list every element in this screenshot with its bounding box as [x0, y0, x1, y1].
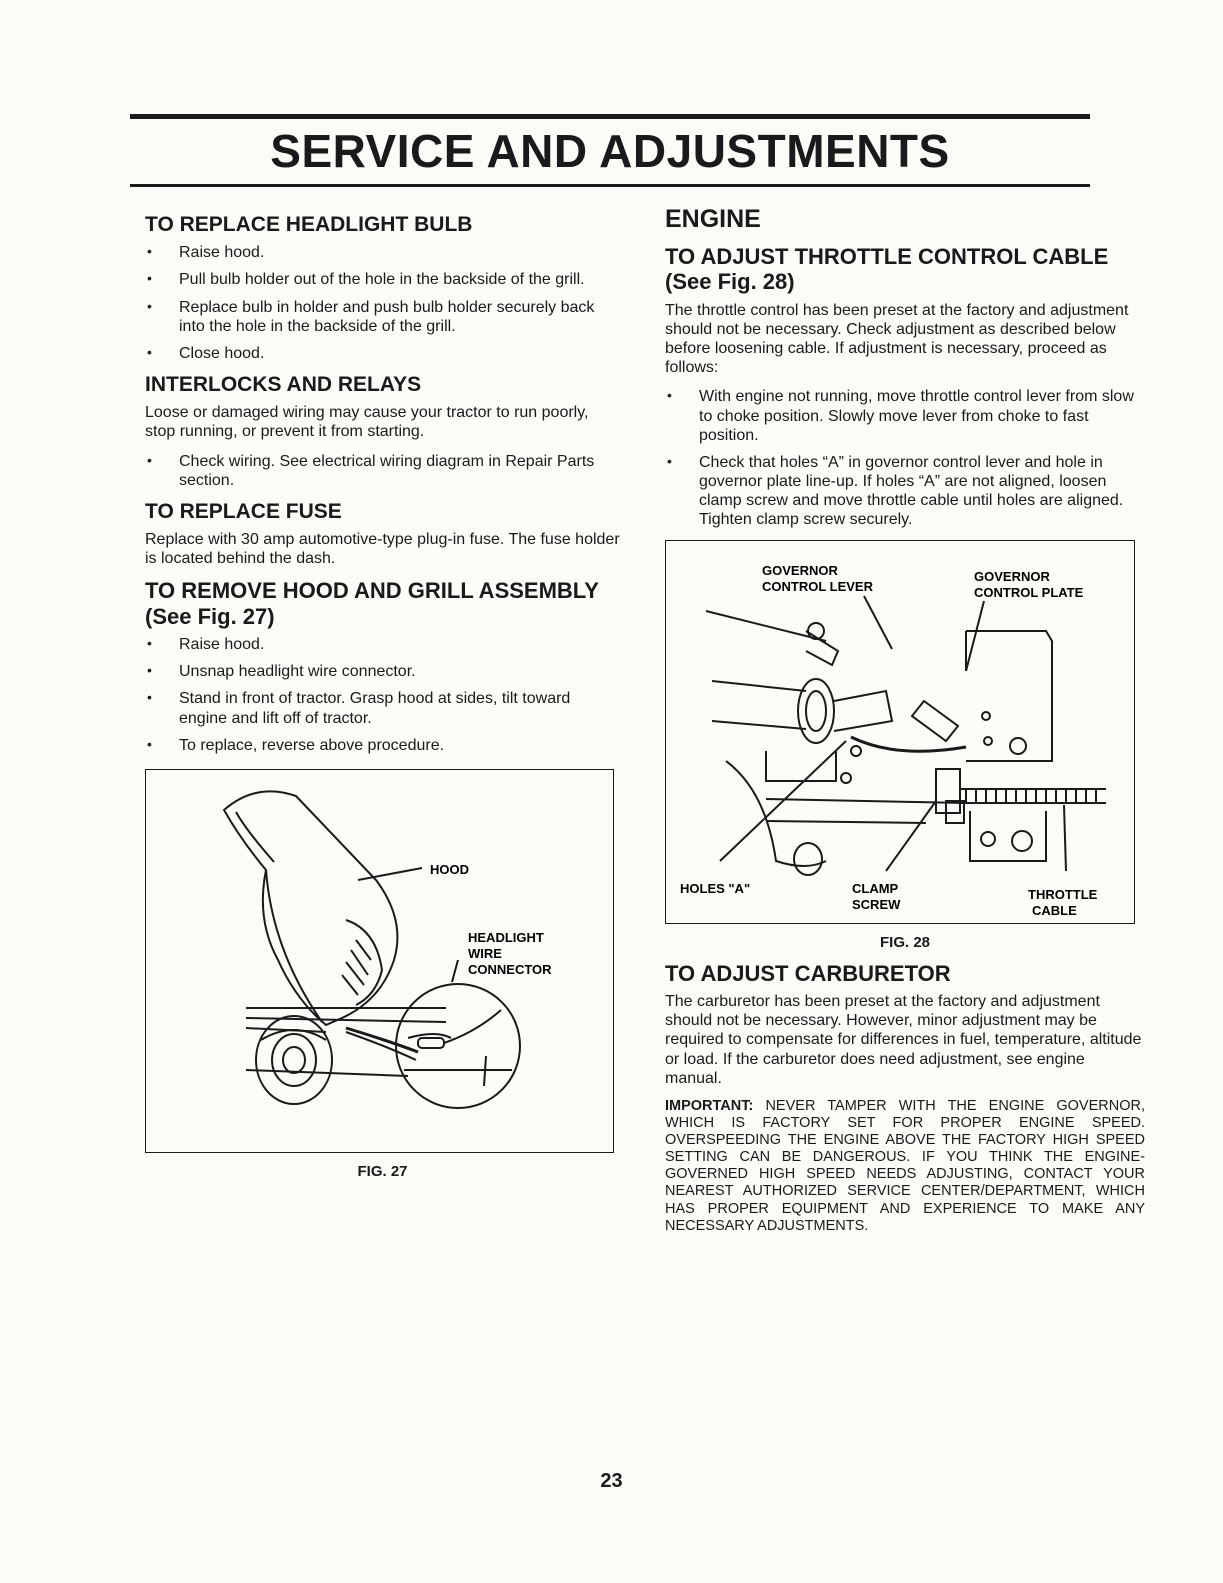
list-item: •Pull bulb holder out of the hole in the… [147, 270, 585, 289]
list-item: •Check wiring. See electrical wiring dia… [147, 451, 595, 489]
throttle-illustration: GOVERNOR CONTROL LEVER GOVERNOR CONTROL … [680, 563, 1106, 918]
label-gov-plate-2: CONTROL PLATE [974, 585, 1084, 600]
heading-fuse: TO REPLACE FUSE [145, 499, 342, 523]
header-rule-top [130, 114, 1090, 119]
label-holes: HOLES "A" [680, 881, 750, 896]
interlocks-text: Loose or damaged wiring may cause your t… [145, 404, 589, 441]
page-number: 23 [600, 1470, 623, 1492]
heading-throttle: TO ADJUST THROTTLE CONTROL CABLE [665, 244, 1109, 269]
bullet-icon: • [667, 387, 672, 404]
list-item: •Unsnap headlight wire connector. [147, 662, 416, 681]
right-column: ENGINE TO ADJUST THROTTLE CONTROL CABLE … [665, 205, 1145, 1245]
caption-fig-27: FIG. 27 [357, 1163, 408, 1181]
label-cable-1: THROTTLE [1028, 887, 1098, 902]
bullet-icon: • [147, 451, 152, 468]
list-item: •With engine not running, move throttle … [667, 387, 1134, 444]
left-column: TO REPLACE HEADLIGHT BULB •Raise hood. •… [145, 205, 620, 1180]
heading-carburetor: TO ADJUST CARBURETOR [665, 960, 951, 986]
heading-interlocks: INTERLOCKS AND RELAYS [145, 373, 422, 397]
throttle-text: The throttle control has been preset at … [665, 301, 1129, 377]
caption-fig-28: FIG. 28 [879, 933, 931, 951]
hood-illustration: HOOD HEADLIGHT WIRE CONNECTOR [222, 790, 552, 1110]
section-fuse: TO REPLACE FUSE Replace with 30 amp auto… [145, 500, 620, 569]
label-clamp-1: CLAMP [852, 881, 899, 896]
section-hood: TO REMOVE HOOD AND GRILL ASSEMBLY (See F… [145, 578, 620, 755]
list-item: •Check that holes “A” in governor contro… [667, 452, 1124, 529]
fuse-text: Replace with 30 amp automotive-type plug… [145, 531, 620, 568]
label-gov-lever-1: GOVERNOR [762, 563, 838, 578]
page-title: SERVICE AND ADJUSTMENTS [270, 125, 950, 177]
section-headlight: TO REPLACE HEADLIGHT BULB •Raise hood. •… [145, 213, 620, 363]
heading-headlight: TO REPLACE HEADLIGHT BULB [145, 213, 473, 236]
bullet-icon: • [147, 735, 152, 752]
header-rule-bottom [130, 184, 1090, 187]
figure-27: HOOD HEADLIGHT WIRE CONNECTOR [145, 769, 614, 1154]
label-connector-3: CONNECTOR [468, 962, 552, 977]
carburetor-text: The carburetor has been preset at the fa… [665, 992, 1142, 1087]
important-label: IMPORTANT: [665, 1097, 754, 1114]
list-hood: •Raise hood. •Unsnap headlight wire conn… [145, 635, 620, 755]
list-item: •To replace, reverse above procedure. [147, 735, 445, 754]
subheading-throttle: (See Fig. 28) [665, 269, 795, 295]
label-hood: HOOD [430, 862, 469, 877]
list-item: •Stand in front of tractor. Grasp hood a… [147, 689, 571, 727]
list-item: •Replace bulb in holder and push bulb ho… [147, 297, 595, 335]
bullet-icon: • [147, 297, 152, 314]
section-throttle: TO ADJUST THROTTLE CONTROL CABLE (See Fi… [665, 244, 1145, 530]
list-item: •Raise hood. [147, 243, 265, 262]
bullet-icon: • [147, 243, 152, 260]
list-item: •Close hood. [147, 343, 265, 362]
important-notice: IMPORTANT: NEVER TAMPER WITH THE ENGINE … [665, 1098, 1145, 1235]
label-gov-plate-1: GOVERNOR [974, 569, 1050, 584]
bullet-icon: • [147, 343, 152, 360]
list-headlight: •Raise hood. •Pull bulb holder out of th… [145, 243, 620, 363]
label-gov-lever-2: CONTROL LEVER [762, 579, 874, 594]
label-connector-1: HEADLIGHT [468, 930, 544, 945]
heading-hood: TO REMOVE HOOD AND GRILL ASSEMBLY [145, 578, 599, 604]
label-cable-2: CABLE [1032, 903, 1077, 918]
list-throttle: •With engine not running, move throttle … [665, 387, 1145, 529]
figure-28: GOVERNOR CONTROL LEVER GOVERNOR CONTROL … [665, 539, 1135, 924]
list-interlocks: •Check wiring. See electrical wiring dia… [145, 452, 620, 490]
section-carburetor: TO ADJUST CARBURETOR The carburetor has … [665, 961, 1145, 1235]
subheading-hood: (See Fig. 27) [145, 603, 275, 629]
bullet-icon: • [147, 662, 152, 679]
bullet-icon: • [147, 270, 152, 287]
list-item: •Raise hood. [147, 635, 265, 654]
heading-engine: ENGINE [665, 205, 761, 233]
bullet-icon: • [147, 635, 152, 652]
bullet-icon: • [667, 452, 672, 469]
section-interlocks: INTERLOCKS AND RELAYS Loose or damaged w… [145, 373, 620, 490]
bullet-icon: • [147, 689, 152, 706]
important-text: NEVER TAMPER WITH THE ENGINE GOVERNOR, W… [665, 1097, 1145, 1234]
label-clamp-2: SCREW [852, 897, 901, 912]
label-connector-2: WIRE [468, 946, 502, 961]
